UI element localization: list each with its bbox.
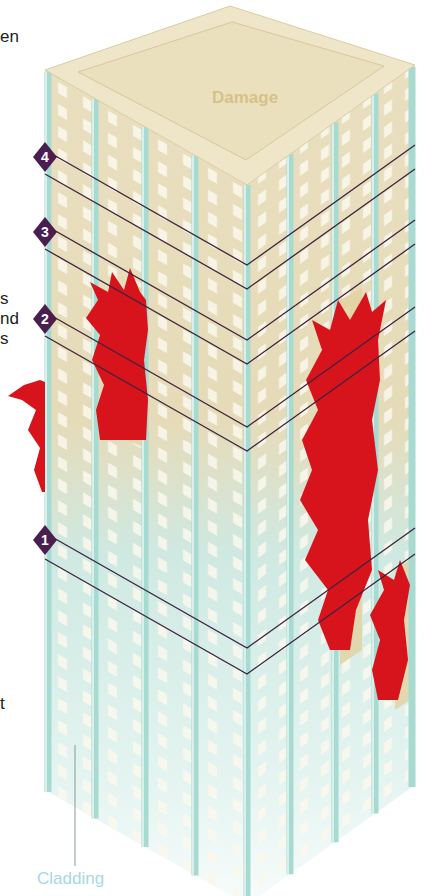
- cut-off-text: en: [0, 28, 19, 45]
- roof: [45, 6, 415, 185]
- callout-number: 4: [41, 150, 49, 164]
- cut-off-text: t: [0, 695, 5, 712]
- callout-number: 2: [41, 312, 49, 326]
- windows: [247, 65, 415, 896]
- damage-label: Damage: [212, 89, 278, 106]
- cladding-columns: [48, 67, 412, 896]
- flames: [8, 268, 410, 700]
- floor-bands: [45, 145, 415, 674]
- roof-block: [78, 22, 384, 160]
- leader-line: [75, 745, 76, 866]
- cut-off-text: s: [0, 330, 9, 347]
- callout-number: 1: [41, 533, 49, 547]
- callout-diamonds: [33, 142, 57, 555]
- cut-off-text: s: [0, 290, 9, 307]
- windows: [45, 70, 247, 896]
- right-face: [247, 65, 415, 896]
- callout-number: 3: [41, 225, 49, 239]
- cut-off-text: nd: [0, 310, 19, 327]
- cladding-label: Cladding: [37, 870, 104, 887]
- left-face: [45, 70, 247, 896]
